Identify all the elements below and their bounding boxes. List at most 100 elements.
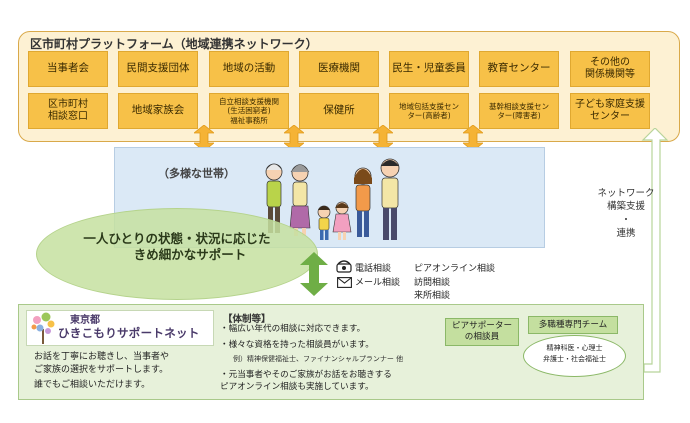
org-box: 医療機関 (299, 51, 379, 87)
org-box-label: 地域包括支援センター(高齢者) (399, 102, 459, 121)
org-box-label-line: 福祉事務所 (230, 115, 268, 125)
up-down-arrow-icon (373, 125, 393, 151)
org-box-label-line: 保健所 (323, 104, 355, 117)
peer-supporter-line: の相談員 (464, 332, 500, 342)
household-label: （多様な世帯） (158, 167, 235, 180)
org-box-label-line: (生活困窮者) (227, 106, 271, 116)
org-box-label-line: 相談窓口 (48, 111, 88, 122)
org-box-label-line: 地域包括支援セン (399, 101, 459, 111)
team-title: 多職種専門チーム (528, 316, 618, 334)
tree-logo-icon (31, 312, 55, 344)
team-member-line: 弁護士・社会福祉士 (543, 354, 606, 363)
service-description-line: お話を丁寧にお聴きし、当事者や (34, 352, 170, 362)
network-connector-arrow (641, 128, 669, 373)
network-support-line: 連携 (616, 227, 636, 239)
mother-figure (354, 167, 372, 237)
org-box-label-line: 区市町村 (48, 98, 88, 110)
open-to-anyone-text: 誰でもご相談いただけます。 (34, 380, 151, 390)
org-box-label-line: 地域家族会 (131, 104, 185, 117)
org-box: 地域の活動 (209, 51, 289, 87)
support-net-logo (26, 310, 214, 346)
mail-icon (337, 277, 352, 288)
network-support-label: ネットワーク構築支援・連携 (585, 187, 667, 240)
office-consultation: 来所相談 (414, 291, 451, 301)
org-box-label-line: 関係機関等 (585, 69, 635, 80)
org-box-label: 地域の活動 (223, 62, 276, 75)
org-box-label-line: ター(高齢者) (407, 111, 451, 120)
org-box-label-line: 基幹相談支援セン (489, 101, 549, 111)
org-name-tokyo: 東京都 (70, 315, 100, 326)
boy-figure (317, 205, 331, 240)
system-item-line: ピアオンライン相談も実施しています。 (220, 381, 374, 392)
org-box-label: 医療機関 (318, 62, 360, 75)
network-support-line: 構築支援 (606, 201, 645, 213)
org-box: 基幹相談支援センター(障害者) (479, 93, 559, 129)
support-text-line: 一人ひとりの状態・状況に応じた (83, 231, 271, 246)
network-support-line: ・ (621, 214, 631, 226)
org-box: 区市町村相談窓口 (28, 93, 108, 129)
org-box: 民間支援団体 (118, 51, 198, 87)
org-box-label: 当事者会 (47, 62, 89, 75)
org-box-label: 民間支援団体 (127, 62, 190, 75)
system-title: 【体制等】 (223, 314, 271, 325)
team-ellipse (523, 335, 626, 377)
org-box-label: 区市町村相談窓口 (48, 99, 88, 124)
support-text: 一人ひとりの状態・状況に応じた きめ細かなサポート (36, 231, 318, 264)
phone-icon (336, 260, 352, 273)
org-box: 地域包括支援センター(高齢者) (389, 93, 469, 129)
system-item: ・幅広い年代の相談に対応できます。 (220, 324, 366, 334)
support-text-line: きめ細かなサポート (133, 247, 247, 263)
org-box-label-line: 民間支援団体 (126, 62, 190, 75)
org-box-label-line: その他の (590, 56, 630, 68)
org-box-label-line: 地域の活動 (222, 62, 276, 75)
system-item-example: 例）精神保健福祉士、ファイナンシャルプランナー 他 (233, 355, 404, 363)
phone-consultation: 電話相談 (355, 264, 392, 274)
org-box: 民生・児童委員 (389, 51, 469, 87)
org-box-label-line: 当事者会 (47, 62, 89, 75)
org-box: 自立相談支援機関(生活困窮者)福祉事務所 (209, 93, 289, 129)
grandmother-figure (289, 164, 311, 236)
org-box-label-line: 民生・児童委員 (392, 62, 466, 75)
org-box-label: 地域家族会 (132, 104, 185, 117)
network-support-line: ネットワーク (597, 188, 655, 199)
org-box: 当事者会 (28, 51, 108, 87)
father-figure (380, 158, 400, 240)
up-down-green-arrow-icon (300, 252, 328, 296)
mail-consultation: メール相談 (355, 278, 401, 288)
org-box-label: 自立相談支援機関(生活困窮者)福祉事務所 (219, 97, 279, 125)
team-member-line: 精神科医・心理士 (546, 344, 603, 352)
org-box: 教育センター (479, 51, 559, 87)
team-members: 精神科医・心理士弁護士・社会福祉士 (523, 343, 626, 365)
org-box-label-line: 子ども家庭支援 (575, 98, 645, 110)
visit-consultation: 訪問相談 (414, 278, 451, 288)
org-box: 保健所 (299, 93, 379, 129)
system-item: ・元当事者やそのご家族がお話をお聴きする ピアオンライン相談も実施しています。 (220, 370, 392, 393)
org-box-label: 子ども家庭支援センター (575, 99, 645, 124)
system-item: ・様々な資格を持った相談員がいます。 (220, 340, 374, 350)
peer-supporter-line: ピアサポーター (451, 320, 513, 331)
up-down-arrow-icon (284, 125, 304, 151)
org-box: その他の関係機関等 (570, 51, 650, 87)
org-box-label-line: 教育センター (487, 62, 551, 75)
org-box-label: 基幹相談支援センター(障害者) (489, 102, 549, 121)
org-box-label-line: ター(障害者) (497, 111, 541, 120)
platform-title: 区市町村プラットフォーム（地域連携ネットワーク） (30, 37, 318, 51)
org-box-label-line: センター (590, 111, 630, 122)
org-box-label-line: 医療機関 (318, 62, 360, 75)
peer-supporter-box: ピアサポーターの相談員 (445, 318, 519, 346)
org-box-label: その他の関係機関等 (585, 57, 635, 82)
system-item-line: ・元当事者やそのご家族がお話をお聴きする (220, 370, 392, 380)
org-box-label: 教育センター (488, 62, 551, 75)
org-box-label: 保健所 (323, 104, 355, 117)
org-box: 地域家族会 (118, 93, 198, 129)
org-box-label: 民生・児童委員 (392, 62, 466, 75)
org-box: 子ども家庭支援センター (570, 93, 650, 129)
org-name-service: ひきこもりサポートネット (58, 326, 200, 340)
up-down-arrow-icon (463, 125, 483, 151)
up-down-arrow-icon (194, 125, 214, 151)
service-description-line: ご家族の選択をサポートします。 (34, 364, 169, 375)
girl-figure (332, 201, 352, 240)
service-description: お話を丁寧にお聴きし、当事者やご家族の選択をサポートします。 (34, 351, 169, 376)
support-ellipse (36, 208, 318, 300)
peer-online-consultation: ピアオンライン相談 (414, 264, 496, 274)
